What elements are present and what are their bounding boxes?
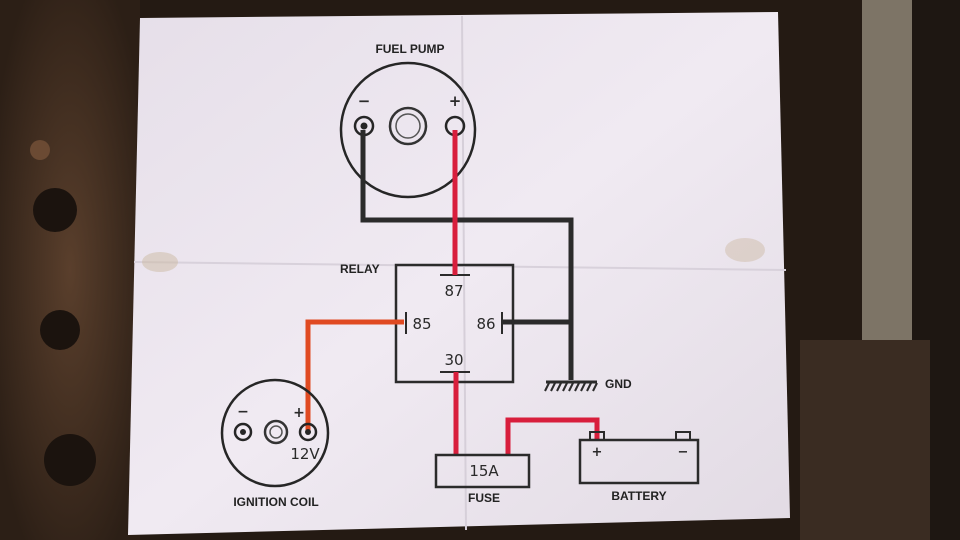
paper-fold-vertical: [461, 15, 467, 531]
engine-part-right: [800, 340, 930, 540]
battery-body: [578, 438, 700, 485]
relay-pin-87-label: 87: [444, 282, 463, 300]
coil-plus-sign: +: [293, 405, 305, 421]
fuel-pump-outlet: [388, 106, 428, 146]
terminal-dot: [305, 429, 311, 435]
fuse-rating: 15A: [469, 462, 499, 480]
fuel-pump-label: FUEL PUMP: [375, 42, 444, 56]
relay-label: RELAY: [340, 262, 380, 276]
fuse-label: FUSE: [468, 491, 500, 505]
engine-bolt-hole: [33, 188, 77, 232]
battery-negative-post: [675, 431, 691, 441]
battery-minus-sign: −: [678, 445, 689, 460]
fuel-pump-minus-sign: −: [358, 92, 371, 110]
ignition-coil-center: [263, 419, 289, 445]
coil-minus-sign: −: [237, 404, 249, 420]
relay-pin-30-label: 30: [444, 351, 463, 369]
fuel-pump-outlet-inner: [395, 113, 421, 139]
paper-sheet: [128, 12, 790, 535]
ground-hatch: [544, 382, 598, 392]
ignition-coil-label: IGNITION COIL: [233, 495, 318, 509]
fuel-pump-body: [339, 61, 477, 199]
terminal-dot: [240, 429, 246, 435]
fuel-pump-plus-sign: +: [449, 92, 462, 110]
ignition-coil-positive-terminal: [298, 422, 318, 442]
battery-label: BATTERY: [611, 489, 666, 503]
relay-pin-85-label: 85: [412, 315, 431, 333]
coil-voltage-label: 12V: [290, 445, 320, 463]
fuse-battery-wire: [505, 417, 600, 456]
engine-bolt-head: [30, 140, 50, 160]
battery-plus-sign: +: [592, 445, 603, 460]
gnd-label: GND: [605, 377, 632, 391]
fuse-body: [434, 453, 531, 489]
relay-pin-86-label: 86: [476, 315, 495, 333]
terminal-dot: [360, 122, 368, 130]
battery-positive-post: [589, 431, 605, 441]
paper-stain: [142, 252, 178, 272]
engine-bolt-hole: [40, 310, 80, 350]
ignition-wire: [305, 319, 404, 432]
ignition-coil-center-inner: [269, 425, 283, 439]
ground-wire: [360, 130, 574, 380]
engine-bolt-hole: [44, 434, 96, 486]
ignition-coil-body: [220, 378, 330, 488]
paper-stain: [725, 238, 765, 262]
ignition-coil-negative-terminal: [233, 422, 253, 442]
